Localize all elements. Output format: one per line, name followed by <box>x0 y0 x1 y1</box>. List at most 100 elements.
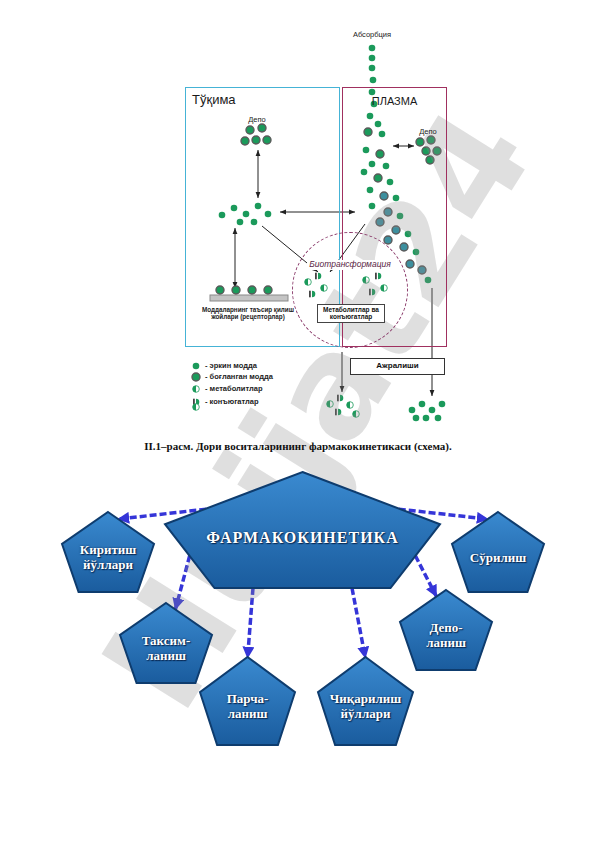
node-label: Биотрансформация <box>307 260 393 270</box>
substance-dot <box>363 277 370 284</box>
substance-dot <box>384 236 392 244</box>
substance-dot <box>265 211 272 218</box>
substance-dot <box>258 124 266 132</box>
substance-dot <box>429 407 436 414</box>
breakdown-pentagon: Парча- ланиш <box>200 657 295 745</box>
substance-dot <box>231 205 238 212</box>
substance-dot <box>375 121 382 128</box>
substance-dot <box>397 213 404 220</box>
substance-dot <box>264 286 272 294</box>
substance-dot <box>193 363 200 370</box>
node-label: Ажралиши <box>353 361 442 370</box>
substance-dot <box>387 179 394 186</box>
depot-label: Депо <box>235 116 279 125</box>
elimination-pentagon: Чиқарилиш йўллари <box>318 657 413 745</box>
substance-dot <box>364 128 372 136</box>
substance-dot <box>353 411 360 418</box>
substance-dot <box>379 131 386 138</box>
pentagon-label: Сўрилиш <box>462 551 534 566</box>
substance-dot <box>422 147 430 155</box>
substance-dot <box>380 192 388 200</box>
substance-dot <box>335 409 341 416</box>
connector-arrow <box>415 556 437 598</box>
substance-dot <box>413 415 420 422</box>
substance-dot <box>375 273 381 280</box>
substance-dot <box>243 211 250 218</box>
substance-dot <box>263 136 271 144</box>
connector-arrow <box>248 588 254 659</box>
substance-dot <box>409 407 416 414</box>
substance-dot <box>193 404 200 411</box>
pentagon-label: Чиқарилиш йўллари <box>329 692 403 722</box>
substance-dot <box>383 163 390 170</box>
substance-dot <box>370 77 377 84</box>
substance-dot <box>369 65 376 72</box>
distribution-pentagon: Таксим- ланиш <box>120 603 212 683</box>
pentagon-label: ФАРМАКОКИНЕТИКА <box>183 529 423 547</box>
figure-caption: II.1–расм. Дори воситаларининг фармакоки… <box>0 440 596 452</box>
substance-dot <box>219 212 226 219</box>
route-pentagon: Киритиш йўллари <box>62 512 154 592</box>
substance-dot <box>374 174 382 182</box>
substance-dot <box>361 169 368 176</box>
node-label: Тўқима <box>192 93 236 108</box>
substance-dot <box>193 386 200 393</box>
substance-dot <box>418 266 426 274</box>
substance-dot <box>435 415 442 422</box>
absorption-pentagon: Сўрилиш <box>452 512 544 592</box>
substance-dot <box>406 260 414 268</box>
substance-dot <box>232 286 240 294</box>
substance-dot <box>337 395 343 402</box>
receptor-bar <box>210 295 288 301</box>
substance-dot <box>248 286 256 294</box>
substance-dot <box>416 138 424 146</box>
substance-dot <box>321 285 328 292</box>
substance-dot <box>426 156 434 164</box>
receptor-label: Моддаларнинг таъсир қилиш жойлари (рецеп… <box>196 306 300 320</box>
connector-arrow <box>175 556 190 611</box>
substance-dots <box>192 45 445 422</box>
substance-dot <box>369 289 375 296</box>
deposition-pentagon: Депо- ланиш <box>400 590 492 670</box>
substance-dot <box>369 45 376 52</box>
legend-entry: - боғланган модда <box>205 372 273 381</box>
substance-dot <box>305 279 312 286</box>
substance-dot <box>246 126 254 134</box>
node-label: ПЛАЗМА <box>372 95 417 108</box>
substance-dot <box>393 195 400 202</box>
substance-dot <box>384 208 392 216</box>
legend-entry: - метаболитлар <box>205 384 263 393</box>
depot-label: Депо <box>406 128 450 137</box>
substance-dot <box>439 401 446 408</box>
substance-dot <box>413 249 420 256</box>
substance-dot <box>369 89 376 96</box>
substance-dot <box>192 373 200 381</box>
substance-dot <box>251 219 258 226</box>
substance-dot <box>367 187 374 194</box>
legend-entry: - эркин модда <box>205 361 257 370</box>
substance-dot <box>252 136 260 144</box>
substance-dot <box>237 219 244 226</box>
substance-dot <box>369 203 376 210</box>
substance-dot <box>427 136 435 144</box>
metabolite-box: Метаболитлар ва конъюгатлар <box>317 304 385 323</box>
connector-arrow <box>352 588 366 659</box>
node-label: Метаболитлар ва конъюгатлар <box>320 306 382 321</box>
substance-dot <box>405 231 412 238</box>
substance-dot <box>363 147 370 154</box>
excretion-box: Ажралиши <box>350 358 445 375</box>
legend-entry: - конъюгатлар <box>205 397 259 406</box>
biotransformation-circle: БиотрансформацияМетаболитлар ва конъюгат… <box>292 232 408 348</box>
substance-dot <box>423 415 430 422</box>
substance-dot <box>376 150 384 158</box>
pentagon-label: Таксим- ланиш <box>131 634 201 664</box>
absorption-label: Абсорбция <box>330 31 414 40</box>
substance-dot <box>376 218 384 226</box>
substance-dot <box>216 286 224 294</box>
substance-dot <box>367 113 374 120</box>
substance-dot <box>392 226 400 234</box>
substance-dot <box>241 137 249 145</box>
substance-dot <box>315 273 321 280</box>
